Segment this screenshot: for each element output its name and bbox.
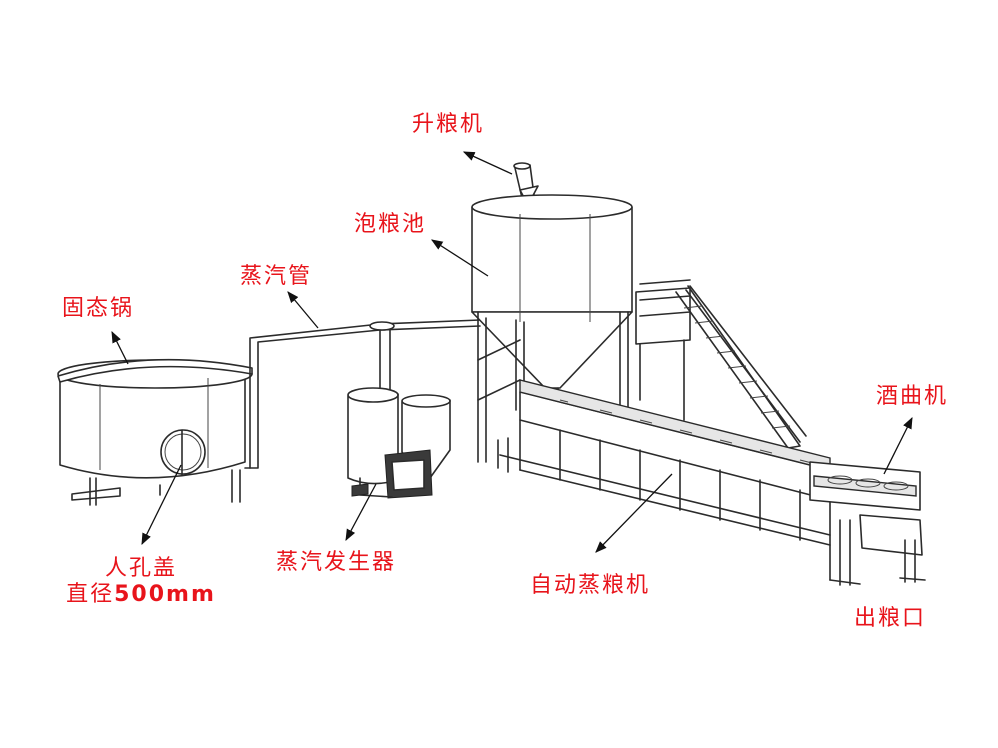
label-grain-outlet: 出粮口: [854, 606, 927, 631]
steam-pipe: [244, 319, 481, 469]
steam-generator: [347, 387, 451, 499]
yeast-machine: [809, 461, 921, 511]
arrow-yeast-machine: [883, 416, 913, 475]
label-manhole-cover: 人孔盖 直径500mm: [66, 556, 216, 608]
soaking-tank: [471, 194, 633, 463]
arrow-steam-generator: [345, 483, 377, 542]
label-steam-generator: 蒸汽发生器: [276, 550, 397, 575]
label-grain-elevator: 升粮机: [412, 112, 485, 137]
staircase: [635, 279, 807, 449]
label-manhole-diameter: 直径: [66, 582, 115, 607]
label-auto-steamer: 自动蒸粮机: [530, 573, 651, 598]
label-manhole-line1: 人孔盖: [104, 556, 177, 581]
arrow-solid-pot: [111, 330, 129, 365]
grain-outlet: [829, 514, 926, 586]
annotation-arrows: [111, 151, 913, 553]
arrow-soaking-tank: [431, 239, 489, 277]
arrow-grain-elevator: [462, 151, 513, 175]
label-manhole-size: 500mm: [114, 582, 216, 607]
label-solid-pot: 固态锅: [62, 296, 135, 321]
arrow-steam-pipe: [287, 291, 319, 329]
auto-steamer: [497, 379, 831, 581]
arrow-manhole-cover: [141, 464, 182, 546]
label-steam-pipe: 蒸汽管: [240, 264, 313, 289]
label-soaking-tank: 泡粮池: [354, 212, 427, 237]
label-yeast-machine: 酒曲机: [876, 384, 949, 409]
label-manhole-line2: 直径500mm: [66, 582, 216, 608]
solid-pot: [57, 358, 253, 506]
arrow-auto-steamer: [595, 473, 673, 553]
